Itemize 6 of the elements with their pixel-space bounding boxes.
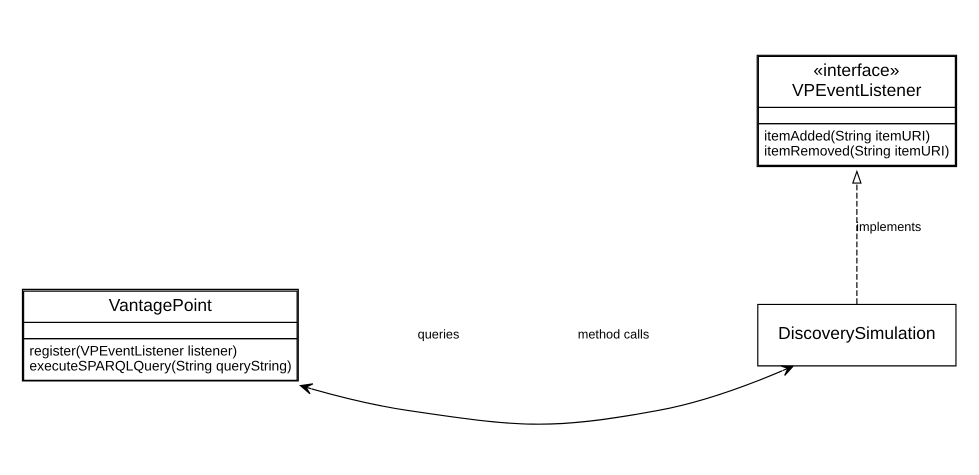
edge-label: implements <box>856 219 922 234</box>
label: method calls <box>578 326 650 342</box>
label: queries <box>418 326 460 342</box>
node-box: DiscoverySimulation <box>757 304 957 366</box>
arrow <box>300 365 794 425</box>
arrow <box>852 170 862 304</box>
